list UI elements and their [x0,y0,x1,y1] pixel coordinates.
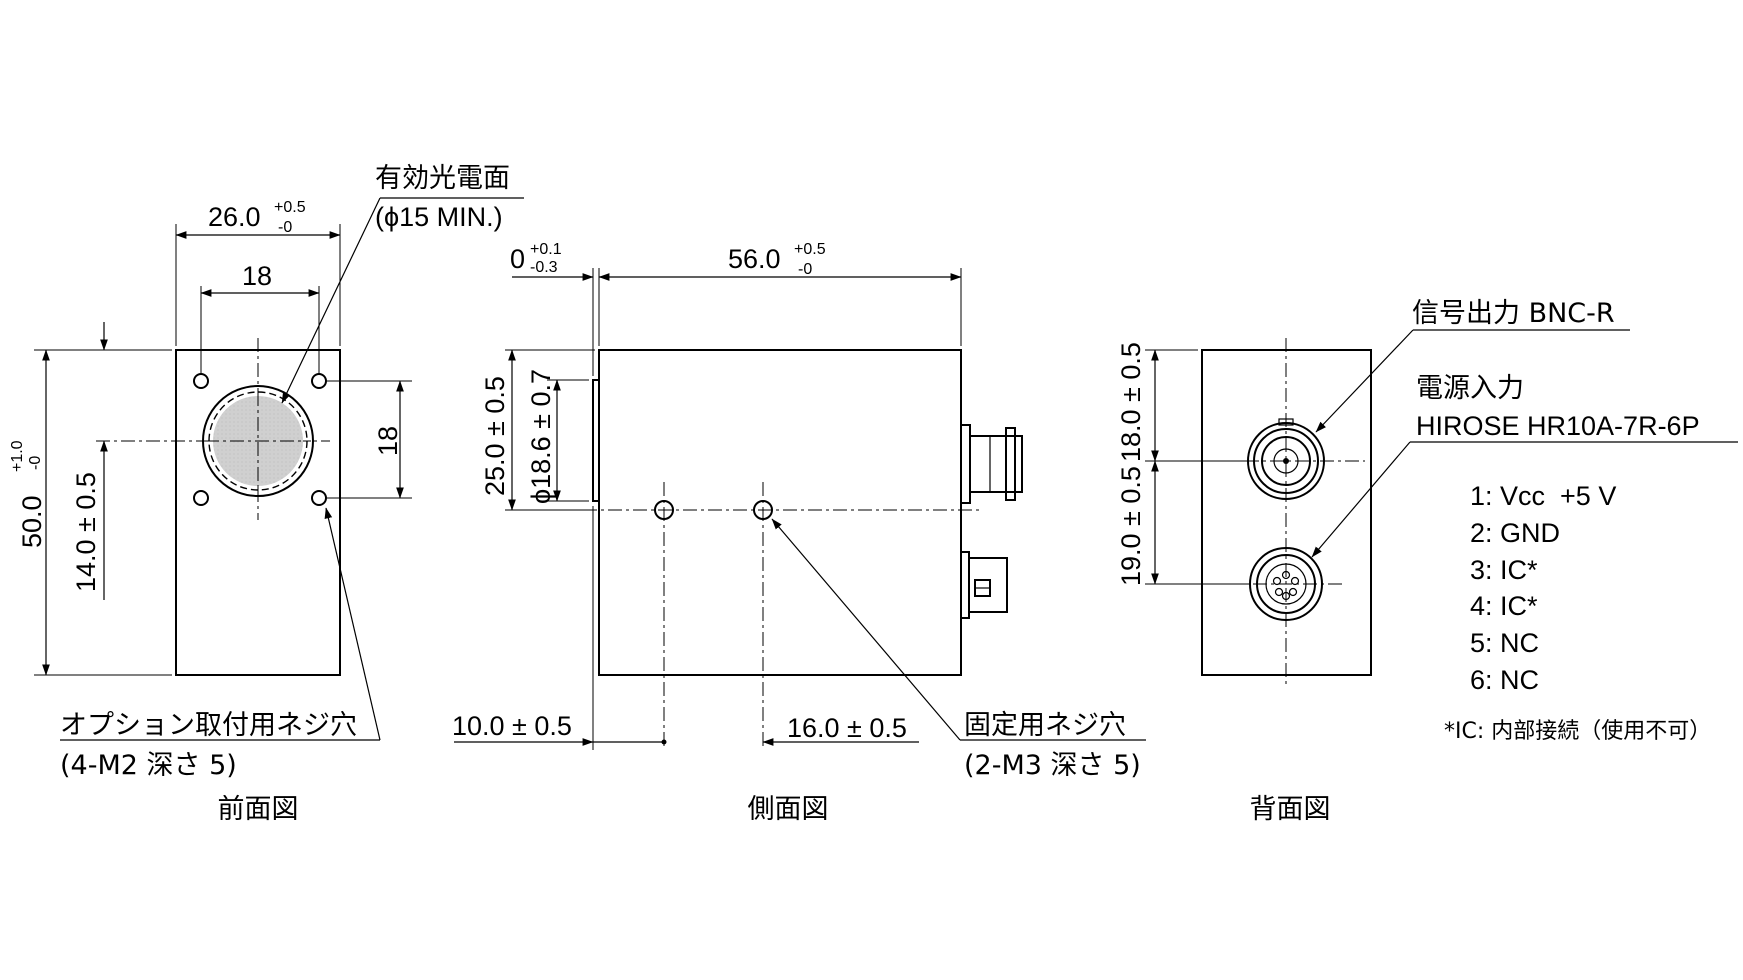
pin-item: 2: GND [1470,518,1560,548]
pin-item: 1: Vcc +5 V [1470,481,1616,511]
mount-hole [311,490,327,506]
back-upper-dim: 18.0 ± 0.5 [1116,342,1146,462]
side-view-caption: 側面図 [748,794,829,825]
svg-text:+0.5: +0.5 [274,199,306,216]
ic-footnote: *IC: 内部接続（使用不可） [1444,719,1711,744]
hole2-dim: 16.0 ± 0.5 [787,713,907,743]
signal-output-label: 信号出力 BNC-R [1412,298,1615,329]
pin-item: 5: NC [1470,628,1539,658]
side-diameter-dim: ϕ18.6 ± 0.7 [526,369,556,504]
pin-item: 3: IC* [1470,555,1538,585]
svg-text:+0.1: +0.1 [530,241,562,258]
front-flange [592,379,600,502]
svg-text:+1.0: +1.0 [9,440,26,472]
svg-text:-0: -0 [798,261,812,278]
center-height-dim: 14.0 ± 0.5 [71,472,101,592]
fix-screw-label: 固定用ネジ穴 [964,710,1126,741]
mount-hole [193,490,209,506]
option-screw-label: オプション取付用ネジ穴 [60,710,357,741]
mount-hole [193,373,209,389]
svg-text:-0: -0 [278,219,292,236]
side-view: 56.0 +0.5 -0 0 +0.1 -0.3 25.0 ± 0.5 ϕ18.… [452,241,1146,825]
svg-text:+0.5: +0.5 [794,241,826,258]
bnc-connector-back [1247,418,1325,500]
side-height-dim: 25.0 ± 0.5 [480,376,510,496]
power-connector-label: HIROSE HR10A-7R-6P [1416,411,1700,441]
front-width-dim: 26.0 [208,202,261,232]
power-input-label: 電源入力 [1416,373,1524,404]
pin-item: 6: NC [1470,665,1539,695]
pin-list: 1: Vcc +5 V 2: GND 3: IC* 4: IC* 5: NC 6… [1470,481,1616,695]
hole-pitch-v-dim: 18 [373,426,403,456]
svg-text:-0.3: -0.3 [530,259,558,276]
hirose-connector-side [960,551,1008,619]
bnc-connector-side [960,424,1023,504]
front-view: 26.0 +0.5 -0 18 18 50.0 +1.0 -0 14.0 ± 0… [9,163,524,825]
pin-item: 4: IC* [1470,591,1538,621]
back-view: 18.0 ± 0.5 19.0 ± 0.5 信号出力 BNC-R 電源入力 HI… [1116,298,1738,825]
option-screw-spec: (4-M2 深さ 5) [60,750,237,781]
mount-hole [311,373,327,389]
side-length-dim: 56.0 [728,244,781,274]
hole1-dim: 10.0 ± 0.5 [452,711,572,741]
hirose-connector-back [1249,547,1323,621]
active-area-label: 有効光電面 [375,163,510,194]
back-view-caption: 背面図 [1250,794,1331,825]
active-area-size: (ϕ15 MIN.) [375,202,503,232]
front-height-dim: 50.0 [17,495,47,548]
back-lower-dim: 19.0 ± 0.5 [1116,466,1146,586]
svg-text:-0: -0 [27,456,44,470]
front-view-caption: 前面図 [218,794,299,825]
fix-screw-spec: (2-M3 深さ 5) [964,750,1141,781]
side-body-outline [598,349,962,676]
side-offset-dim: 0 [510,244,525,274]
lens-ring [202,385,314,497]
hole-pitch-h-dim: 18 [242,261,272,291]
